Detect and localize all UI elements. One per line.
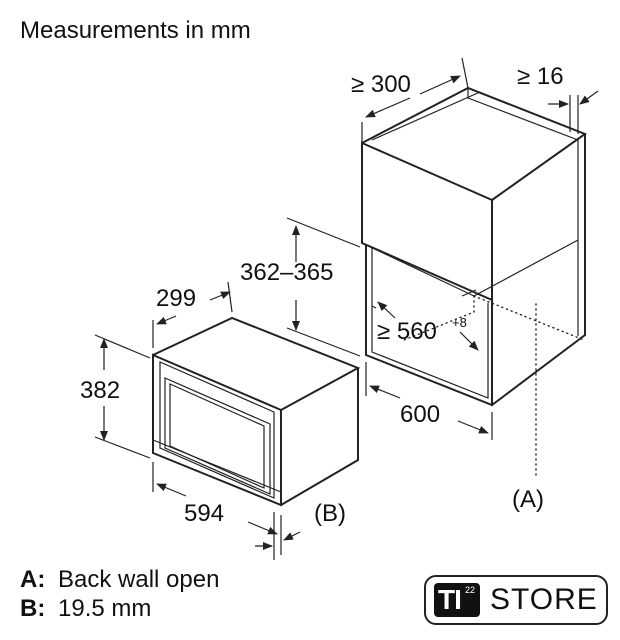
upper-cabinet-bottom [361,239,579,297]
store-logo-superscript: 22 [465,585,476,595]
legend-b-text: 19.5 mm [58,595,151,622]
dim-cabinet-width-label: 600 [400,401,440,428]
dim-niche-width-label: ≥ 560 [377,318,437,345]
store-badge: TI 22 STORE [424,575,608,625]
appliance-side [280,368,359,506]
dim-appliance-height: 382 [80,334,151,459]
dim-niche-depth-label: ≥ 300 [351,71,411,98]
page-title: Measurements in mm [20,17,251,44]
dim-appliance-width-label: 594 [184,500,224,527]
dim-front-thickness: (B) [255,500,346,560]
legend-b: B: 19.5 mm [20,595,151,622]
callout-b-label: (B) [314,500,346,527]
dim-appliance-width: 594 [152,462,282,555]
dim-appliance-depth-label: 299 [156,285,196,312]
dim-niche-width-tolerance: +8 [452,315,467,330]
upper-cabinet-side [491,134,586,406]
upper-cabinet-top [361,86,588,201]
store-logo: TI 22 [434,583,480,617]
open-back-line [473,295,585,341]
legend-a: A: Back wall open [20,566,219,593]
store-name: STORE [490,583,598,616]
appliance-door [164,377,271,495]
upper-cabinet-front [361,141,493,302]
legend-a-key: A: [20,566,45,593]
legend: A: Back wall open B: 19.5 mm [20,566,219,622]
dim-niche-width: ≥ 560 +8 [377,301,479,351]
legend-b-key: B: [20,595,45,622]
dim-cabinet-width: 600 [365,362,493,440]
legend-a-text: Back wall open [58,566,219,593]
microwave-drawing [152,316,361,507]
appliance-top [152,316,361,411]
appliance-front [152,353,282,507]
store-logo-text: TI [438,584,462,615]
wall-cabinet-drawing [361,86,588,479]
dim-niche-gap: ≥ 16 [517,63,599,134]
dim-niche-gap-label: ≥ 16 [517,63,564,90]
dim-niche-depth: ≥ 300 [351,57,469,143]
dim-appliance-height-label: 382 [80,377,120,404]
dim-niche-height: 362–365 [240,217,361,357]
dim-appliance-depth: 299 [152,281,233,348]
dim-niche-height-label: 362–365 [240,259,333,286]
callout-a-label: (A) [512,486,544,513]
niche-frame [365,245,493,407]
